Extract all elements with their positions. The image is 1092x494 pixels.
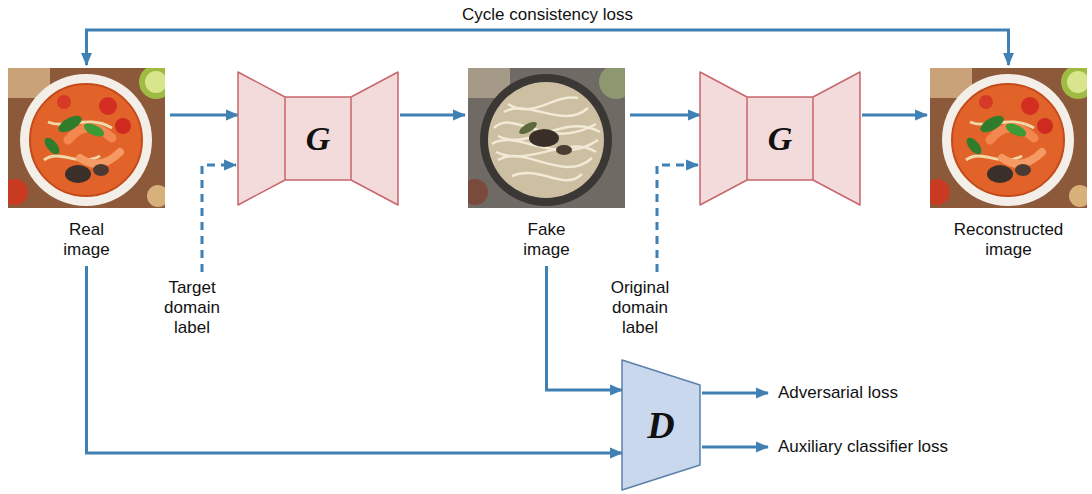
generator-letter: G bbox=[306, 119, 331, 159]
generator-letter: G bbox=[768, 119, 793, 159]
loss-name: Adversarial loss bbox=[778, 383, 1038, 403]
loss-name: Auxiliary classifier loss bbox=[778, 437, 1038, 457]
discriminator-shape bbox=[622, 360, 700, 490]
image-caption: Reconstructed image bbox=[944, 220, 1074, 260]
flow-arrow bbox=[862, 114, 927, 117]
domain-label-note: Original domain label bbox=[604, 278, 676, 338]
flow-arrow bbox=[547, 266, 623, 390]
output-arrow bbox=[702, 392, 768, 395]
discriminator-letter: D bbox=[647, 403, 674, 447]
flow-arrow bbox=[87, 266, 623, 453]
real-photo bbox=[2, 65, 173, 208]
generator-shape bbox=[700, 72, 860, 205]
generator-shape bbox=[238, 72, 398, 205]
flow-arrow bbox=[400, 114, 465, 117]
reconstructed-photo bbox=[924, 65, 1092, 208]
generator-block: G bbox=[238, 72, 398, 205]
domain-label-note: Target domain label bbox=[156, 278, 228, 338]
edge-label: Cycle consistency loss bbox=[459, 5, 636, 25]
output-arrow bbox=[702, 446, 768, 449]
dashed-leader bbox=[202, 165, 236, 272]
flow-arrow bbox=[87, 30, 1009, 65]
image-panel: Fake image bbox=[468, 68, 625, 260]
discriminator-block: D bbox=[622, 360, 700, 490]
image-caption: Real image bbox=[52, 220, 122, 260]
fake-photo bbox=[462, 65, 633, 208]
flow-arrow bbox=[170, 114, 238, 117]
dashed-leader bbox=[657, 165, 698, 272]
image-panel: Reconstructed image bbox=[930, 68, 1087, 260]
image-panel: Real image bbox=[8, 68, 165, 260]
flow-arrow bbox=[630, 114, 700, 117]
image-caption: Fake image bbox=[512, 220, 582, 260]
generator-block: G bbox=[700, 72, 860, 205]
